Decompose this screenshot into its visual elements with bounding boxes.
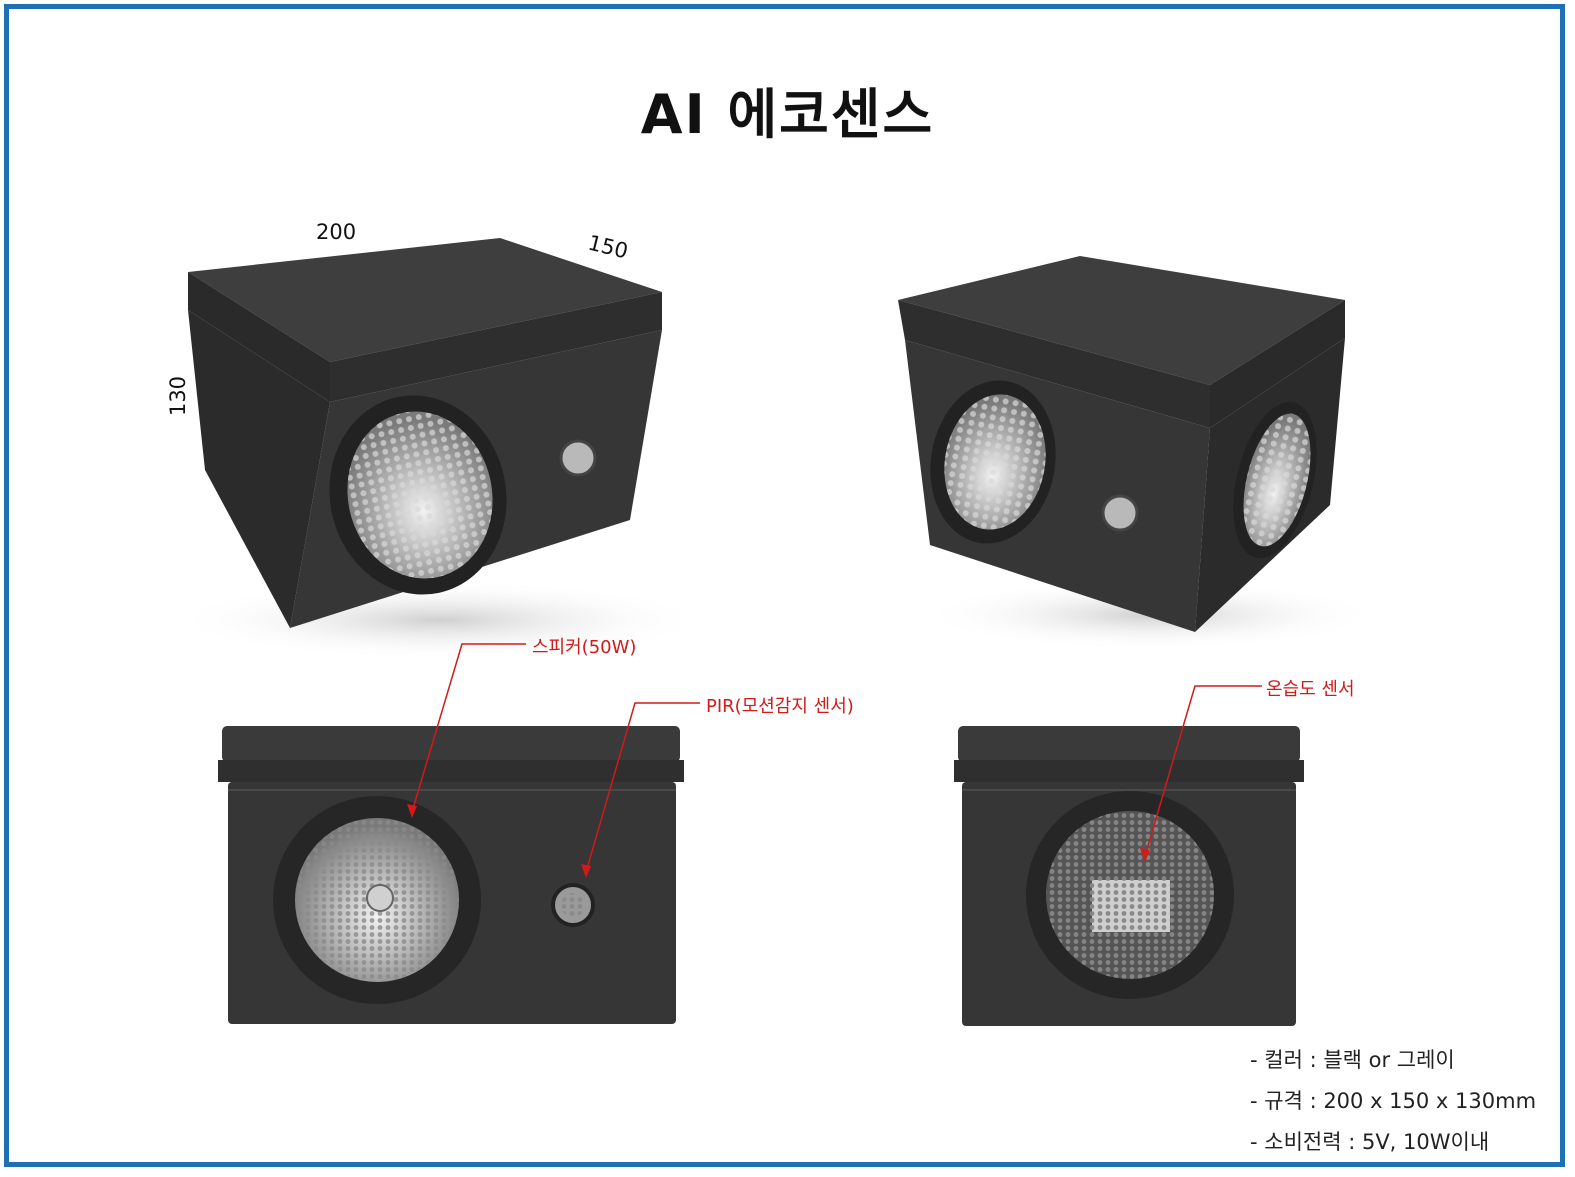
spec-list: - 컬러 : 블랙 or 그레이 - 규격 : 200 x 150 x 130m… <box>1250 1040 1536 1163</box>
spec-color: - 컬러 : 블랙 or 그레이 <box>1250 1048 1455 1072</box>
callout-pir: PIR(모션감지 센서) <box>706 696 854 717</box>
callout-speaker: 스피커(50W) <box>532 637 637 658</box>
page-frame <box>4 4 1565 1167</box>
spec-size: - 규격 : 200 x 150 x 130mm <box>1250 1089 1537 1113</box>
page-title: AI 에코센스 <box>640 83 935 146</box>
dimension-width: 200 <box>316 220 357 244</box>
device-front-view <box>218 726 684 1024</box>
spec-power: - 소비전력 : 5V, 10W이내 <box>1250 1130 1490 1154</box>
callout-lines <box>411 643 1262 873</box>
device-rear-view <box>954 726 1304 1026</box>
dimension-height: 130 <box>166 375 191 417</box>
device-iso-side-view <box>898 256 1380 650</box>
device-iso-front-view <box>170 238 710 660</box>
callout-humidity-sensor: 온습도 센서 <box>1266 679 1355 700</box>
